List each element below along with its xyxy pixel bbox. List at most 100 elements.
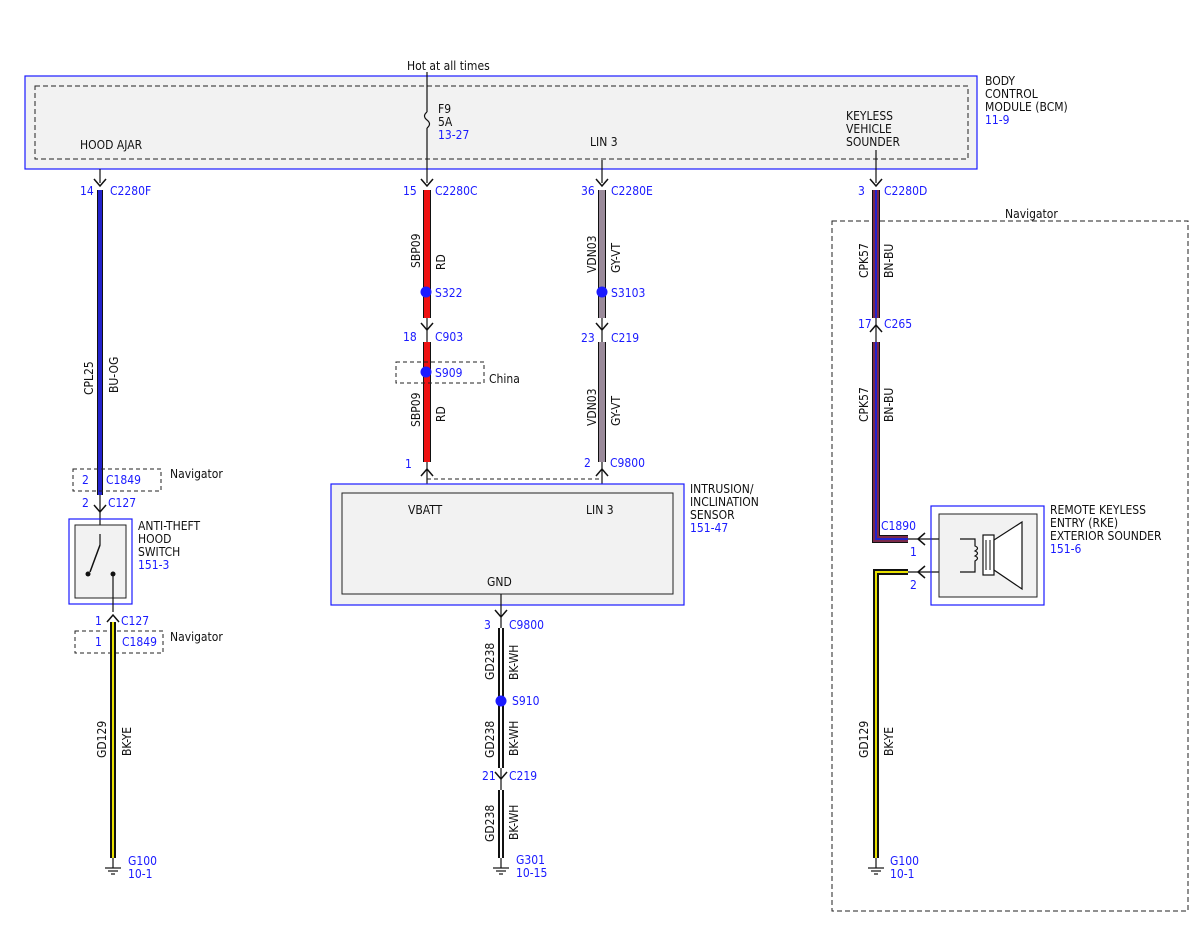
c219-gnd-name[interactable]: C219	[509, 769, 537, 783]
cpk57-upper-color: BN-BU	[882, 244, 896, 278]
c127-top-name[interactable]: C127	[108, 496, 136, 510]
s910-label[interactable]: S910	[512, 694, 540, 708]
chevron-c2280c	[420, 178, 434, 188]
chevron-c219-gnd	[494, 771, 508, 781]
c903-name[interactable]: C903	[435, 330, 463, 344]
s3103-label[interactable]: S3103	[611, 286, 645, 300]
bcm-module[interactable]	[24, 75, 978, 170]
vdn03-upper-circuit: VDN03	[585, 235, 599, 273]
c9800-vbatt-pin: 1	[405, 457, 412, 471]
sounder-name-line1: REMOTE KEYLESS	[1050, 503, 1146, 517]
hood-switch[interactable]	[68, 518, 133, 612]
c9800-lin-name[interactable]: C9800	[610, 456, 645, 470]
sensor-name-line2: INCLINATION	[690, 495, 759, 509]
switch-lever	[89, 544, 101, 573]
g100-right-name[interactable]: G100	[890, 854, 919, 868]
cpl25-circuit: CPL25	[82, 361, 96, 395]
gd238-c-color: BK-WH	[507, 805, 521, 840]
c219-gnd-pin: 21	[482, 769, 496, 783]
c2280e-pin: 36	[581, 184, 595, 198]
chevron-c2280d	[869, 178, 883, 188]
sounder-ref[interactable]: 151-6	[1050, 542, 1081, 556]
c1849-top-name[interactable]: C1849	[106, 473, 141, 487]
sensor-pin-lin3: LIN 3	[586, 503, 614, 517]
bcm-pin-keyless-line3: SOUNDER	[846, 135, 900, 149]
c1890-name[interactable]: C1890	[881, 519, 916, 533]
c1890-pin1: 1	[910, 545, 917, 559]
fuse-name: F9	[438, 102, 451, 116]
sensor-pin-gnd: GND	[487, 575, 512, 589]
c1849-bottom-name[interactable]: C1849	[122, 635, 157, 649]
bcm-pin-hood-ajar: HOOD AJAR	[80, 138, 143, 152]
cpk57-lower-color: BN-BU	[882, 388, 896, 422]
navigator-box-label: Navigator	[1005, 207, 1058, 221]
sounder-name-line3: EXTERIOR SOUNDER	[1050, 529, 1162, 543]
c1849-bottom-pin: 1	[95, 635, 102, 649]
vdn03-upper-color: GY-VT	[609, 242, 623, 273]
s322-label[interactable]: S322	[435, 286, 462, 300]
c1849-bottom-option-box	[74, 630, 164, 654]
gd129-right-circuit: GD129	[857, 721, 871, 758]
sensor-name-line1: INTRUSION/	[690, 482, 754, 496]
vdn03-lower-circuit: VDN03	[585, 388, 599, 426]
c265-pin: 17	[858, 317, 872, 331]
c219-lin-name[interactable]: C219	[611, 331, 639, 345]
sensor-ref[interactable]: 151-47	[690, 521, 728, 535]
cpk57-upper-circuit: CPK57	[857, 243, 871, 278]
wire-gd129-right[interactable]	[873, 569, 908, 858]
gd129-left-circuit: GD129	[95, 721, 109, 758]
chevron-c265	[869, 323, 883, 333]
fuse-symbol	[423, 111, 431, 129]
splice-s910[interactable]	[495, 695, 507, 707]
s909-label[interactable]: S909	[435, 366, 463, 380]
rke-sounder[interactable]	[930, 505, 1045, 606]
supply-label: Hot at all times	[407, 59, 490, 73]
c265-name[interactable]: C265	[884, 317, 912, 331]
china-option: China	[489, 372, 520, 386]
c127-bottom-name[interactable]: C127	[121, 614, 149, 628]
hood-switch-ref[interactable]: 151-3	[138, 558, 169, 572]
c1849-top-option-box	[72, 468, 162, 492]
g301-ref[interactable]: 10-15	[516, 866, 547, 880]
chevron-c2280e	[595, 178, 609, 188]
g100-left-name[interactable]: G100	[128, 854, 157, 868]
hood-switch-name-line3: SWITCH	[138, 545, 180, 559]
sensor-body	[341, 492, 674, 595]
sbp09-lower-color: RD	[434, 406, 448, 422]
splice-s322[interactable]	[420, 286, 432, 298]
bcm-ref[interactable]: 11-9	[985, 113, 1010, 127]
gd238-a-circuit: GD238	[483, 643, 497, 680]
c2280c-name[interactable]: C2280C	[435, 184, 478, 198]
wire-cpk57-lower[interactable]	[872, 342, 908, 543]
ground-icon-g100-left	[105, 858, 121, 875]
c127-bottom-pin: 1	[95, 614, 102, 628]
gd129-left-color: BK-YE	[120, 727, 134, 756]
intrusion-sensor[interactable]	[330, 483, 685, 606]
bcm-name-line3: MODULE (BCM)	[985, 100, 1068, 114]
c1890-pin2: 2	[910, 578, 917, 592]
g301-name[interactable]: G301	[516, 853, 545, 867]
c9800-gnd-pin: 3	[484, 618, 491, 632]
hood-switch-name-line2: HOOD	[138, 532, 171, 546]
chevron-c219-lin	[595, 322, 609, 332]
c2280e-name[interactable]: C2280E	[611, 184, 653, 198]
bcm-pin-keyless-line1: KEYLESS	[846, 109, 893, 123]
c2280d-name[interactable]: C2280D	[884, 184, 927, 198]
chevron-c9800-vbatt	[420, 467, 434, 477]
chevron-c903	[420, 322, 434, 332]
chevron-c9800-lin	[595, 467, 609, 477]
g100-right-ref[interactable]: 10-1	[890, 867, 915, 881]
c9800-gnd-name[interactable]: C9800	[509, 618, 544, 632]
c2280d-pin: 3	[858, 184, 865, 198]
sounder-outline	[930, 505, 1045, 606]
s909-option-box	[395, 361, 485, 384]
gd129-right-color: BK-YE	[882, 727, 896, 756]
cpl25-color: BU-OG	[107, 357, 121, 393]
gd238-c-circuit: GD238	[483, 805, 497, 842]
fuse-ref[interactable]: 13-27	[438, 128, 469, 142]
c903-pin: 18	[403, 330, 417, 344]
c2280f-name[interactable]: C2280F	[110, 184, 151, 198]
splice-s909[interactable]	[420, 366, 432, 378]
splice-s3103[interactable]	[596, 286, 608, 298]
g100-left-ref[interactable]: 10-1	[128, 867, 153, 881]
